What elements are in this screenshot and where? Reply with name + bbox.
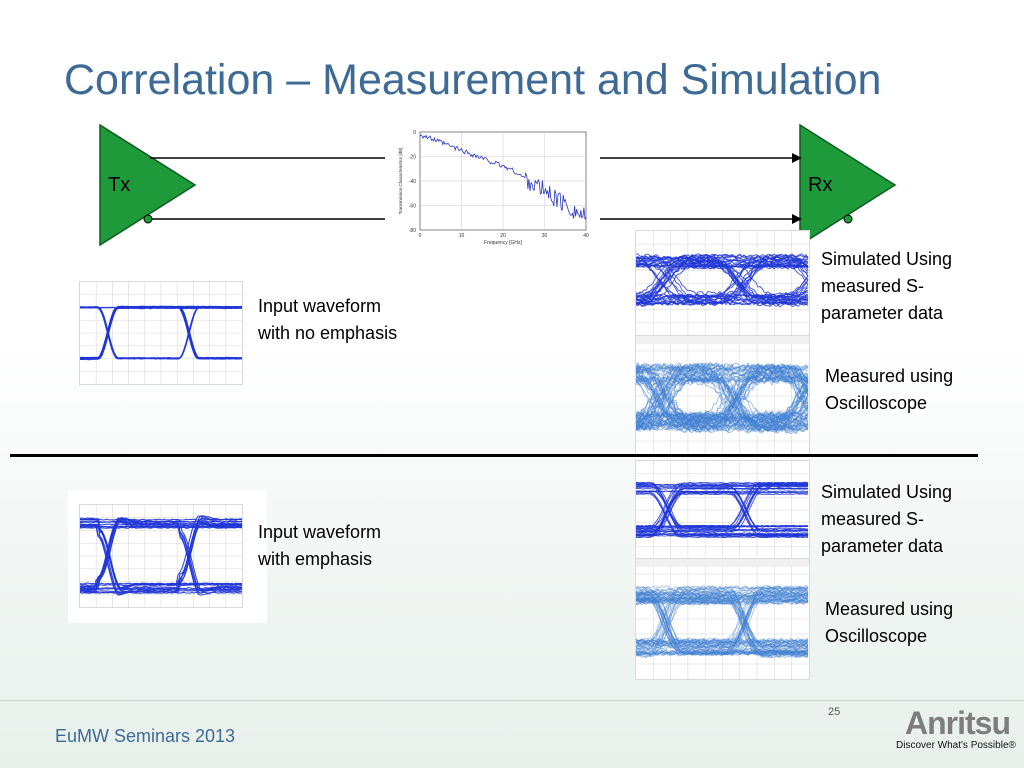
eye-sim-with-emphasis	[635, 460, 810, 560]
scope-header	[636, 559, 809, 567]
plot-x-label: Frequency [GHz]	[484, 240, 522, 246]
logo-tagline: Discover What's Possible®	[896, 740, 1016, 751]
page-number: 25	[828, 706, 841, 718]
x-tick: 0	[419, 233, 422, 239]
x-tick: 40	[583, 233, 589, 239]
eye-diagram-no-emphasis	[79, 281, 243, 385]
scope-header	[636, 336, 809, 344]
x-tick: 20	[500, 233, 506, 239]
x-tick: 10	[459, 233, 465, 239]
transmission-diagram	[99, 123, 897, 247]
eye-meas-no-emphasis	[635, 335, 810, 457]
rx-node	[843, 214, 853, 224]
y-tick: -60	[409, 204, 416, 210]
tx-node	[143, 214, 153, 224]
eye-sim-no-emphasis	[635, 230, 810, 337]
eye-meas-with-emphasis	[635, 558, 810, 680]
y-tick: -40	[409, 179, 416, 185]
anritsu-logo: Anritsu	[905, 705, 1011, 741]
y-tick: -80	[409, 228, 416, 234]
footer-rule	[0, 700, 1024, 701]
s-parameter-plot: 0 -20 -40 -60 -80 0 10 20 30 40 Frequenc…	[390, 126, 600, 246]
eye-diagram-with-emphasis	[79, 504, 243, 608]
tx-label: Tx	[108, 174, 131, 196]
plot-y-label: Transmission Characteristics [dB]	[398, 148, 403, 215]
slide-title: Correlation – Measurement and Simulation	[64, 56, 882, 104]
section-divider	[10, 454, 978, 457]
x-tick: 30	[542, 233, 548, 239]
y-tick: -20	[409, 155, 416, 161]
y-tick: 0	[413, 130, 416, 136]
footer-text: EuMW Seminars 2013	[55, 726, 236, 746]
rx-label: Rx	[808, 174, 833, 196]
